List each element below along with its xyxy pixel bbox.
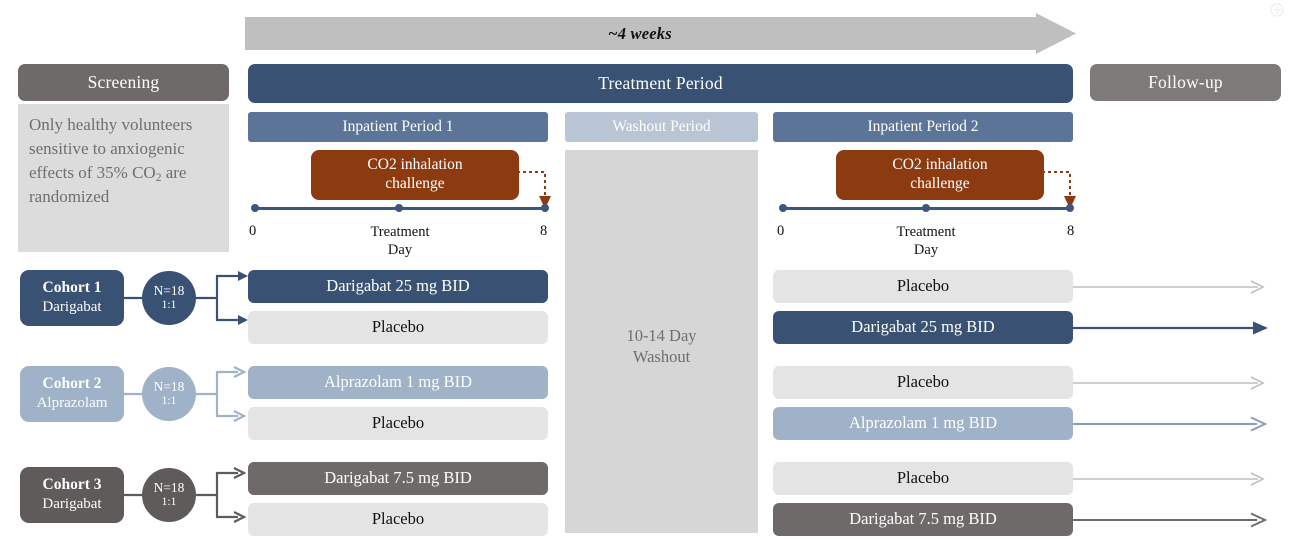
cohort-2-n-label: N=18 (153, 379, 185, 395)
treatment-day-tick-mid-p2 (922, 204, 930, 212)
phase-header-treatment-period: Treatment Period (248, 64, 1073, 103)
cohort-2-p1-arm-1[interactable]: Alprazolam 1 mg BID (248, 366, 548, 399)
cohort-2-randomization-bubble: N=18 1:1 (142, 367, 196, 421)
cohort-1-p1-arm-2[interactable]: Placebo (248, 311, 548, 344)
cohort-2-randomization-connector (122, 366, 247, 422)
co2-challenge-box-period-1: CO2 inhalation challenge (311, 150, 519, 200)
cohort-3-ratio-label: 1:1 (161, 495, 177, 508)
cohort-3-p2-arm-2-label: Darigabat 7.5 mg BID (849, 509, 997, 529)
cohort-1-p2-arm-2-followup-arrow (1073, 321, 1268, 335)
co2-challenge-line1-p1: CO2 inhalation (367, 156, 463, 174)
subphase-washout-period: Washout Period (565, 112, 758, 142)
cohort-3-p1-arm-2-label: Placebo (371, 509, 425, 529)
washout-body-block (565, 150, 758, 533)
cohort-2-p1-arm-2[interactable]: Placebo (248, 407, 548, 440)
cohort-1-p1-arm-1-label: Darigabat 25 mg BID (326, 276, 470, 296)
subphase-inpatient-period-1-label: Inpatient Period 1 (342, 118, 454, 136)
cohort-2-p2-arm-1-followup-arrow (1073, 376, 1265, 390)
cohort-1-p1-arm-2-label: Placebo (371, 317, 425, 337)
cohort-3-randomization-connector (122, 467, 247, 523)
cohort-3-randomization-bubble: N=18 1:1 (142, 468, 196, 522)
co2-challenge-line1-p2: CO2 inhalation (892, 156, 988, 174)
duration-label: ~4 weeks (608, 23, 672, 43)
cohort-3-p1-arm-1[interactable]: Darigabat 7.5 mg BID (248, 462, 548, 495)
subphase-inpatient-period-1: Inpatient Period 1 (248, 112, 548, 142)
duration-arrow-icon (245, 13, 1076, 54)
cohort-2-ratio-label: 1:1 (161, 394, 177, 407)
cohort-1-p2-arm-2[interactable]: Darigabat 25 mg BID (773, 311, 1073, 344)
treatment-day-axis-title-p1: Treatment Day (330, 223, 470, 259)
subphase-inpatient-period-2-label: Inpatient Period 2 (867, 118, 979, 136)
cohort-1-box[interactable]: Cohort 1 Darigabat (20, 270, 124, 326)
phase-header-screening-label: Screening (87, 71, 160, 92)
phase-header-follow-up-label: Follow-up (1148, 71, 1223, 92)
cohort-3-name: Cohort 3 (42, 476, 102, 494)
phase-header-screening: Screening (18, 64, 229, 101)
screening-criteria-note: Only healthy volunteers sensitive to anx… (18, 104, 229, 252)
treatment-day-axis-title-line1-p1: Treatment (370, 224, 430, 240)
washout-duration-text: 10-14 Day Washout (565, 325, 758, 368)
cohort-2-p2-arm-2[interactable]: Alprazolam 1 mg BID (773, 407, 1073, 440)
cohort-2-p1-arm-2-label: Placebo (371, 413, 425, 433)
cohort-2-p2-arm-1[interactable]: Placebo (773, 366, 1073, 399)
cohort-1-drug: Darigabat (42, 298, 102, 315)
phase-header-follow-up: Follow-up (1090, 64, 1281, 101)
cohort-2-drug: Alprazolam (36, 394, 108, 411)
treatment-day-label-end-p2: 8 (1067, 223, 1075, 239)
screening-note-text-a: Only healthy volunteers sensitive to anx… (29, 115, 193, 183)
subphase-inpatient-period-2: Inpatient Period 2 (773, 112, 1073, 142)
cohort-1-p2-arm-1[interactable]: Placebo (773, 270, 1073, 303)
cohort-3-n-label: N=18 (153, 480, 185, 496)
cohort-2-name: Cohort 2 (42, 375, 102, 393)
cohort-1-randomization-connector (122, 271, 248, 325)
co2-connector-arrow-period-1 (517, 171, 551, 209)
treatment-day-tick-0-p2 (779, 204, 787, 212)
treatment-day-label-end-p1: 8 (540, 223, 548, 239)
treatment-day-label-start-p2: 0 (777, 223, 785, 239)
cohort-1-p2-arm-2-label: Darigabat 25 mg BID (851, 317, 995, 337)
treatment-day-axis-title-line2-p2: Day (913, 242, 939, 259)
treatment-day-axis-title-line1-p2: Treatment (896, 224, 956, 240)
watermark-icon (1270, 3, 1284, 17)
co2-connector-arrow-period-2 (1042, 171, 1076, 209)
washout-duration-line1: 10-14 Day (626, 326, 697, 345)
cohort-3-p2-arm-2-followup-arrow (1073, 512, 1268, 528)
cohort-2-p1-arm-1-label: Alprazolam 1 mg BID (323, 372, 472, 392)
cohort-3-p2-arm-1-followup-arrow (1073, 472, 1265, 486)
cohort-3-box[interactable]: Cohort 3 Darigabat (20, 467, 124, 523)
phase-header-treatment-period-label: Treatment Period (598, 72, 723, 93)
treatment-day-tick-0-p1 (251, 204, 259, 212)
cohort-2-p2-arm-1-label: Placebo (896, 372, 950, 392)
cohort-1-p2-arm-1-label: Placebo (896, 276, 950, 296)
treatment-day-tick-8-p2 (1066, 204, 1074, 212)
cohort-1-p2-arm-1-followup-arrow (1073, 280, 1265, 294)
treatment-day-tick-mid-p1 (395, 204, 403, 212)
treatment-day-axis-title-p2: Treatment Day (856, 223, 996, 259)
cohort-3-p1-arm-2[interactable]: Placebo (248, 503, 548, 536)
cohort-1-p1-arm-1[interactable]: Darigabat 25 mg BID (248, 270, 548, 303)
cohort-1-name: Cohort 1 (42, 279, 102, 297)
cohort-3-p1-arm-1-label: Darigabat 7.5 mg BID (324, 468, 472, 488)
cohort-2-box[interactable]: Cohort 2 Alprazolam (20, 366, 124, 422)
treatment-day-axis-title-line2-p1: Day (387, 242, 413, 259)
screening-note-text-b: are randomized (29, 163, 187, 207)
subphase-washout-period-label: Washout Period (612, 118, 711, 136)
treatment-day-tick-8-p1 (541, 204, 549, 212)
cohort-1-randomization-bubble: N=18 1:1 (142, 271, 196, 325)
co2-challenge-box-period-2: CO2 inhalation challenge (836, 150, 1044, 200)
cohort-3-p2-arm-2[interactable]: Darigabat 7.5 mg BID (773, 503, 1073, 536)
cohort-2-p2-arm-2-followup-arrow (1073, 416, 1268, 432)
cohort-2-p2-arm-2-label: Alprazolam 1 mg BID (848, 413, 997, 433)
co2-challenge-line2-p1: challenge (385, 175, 445, 192)
cohort-1-n-label: N=18 (153, 283, 185, 299)
cohort-3-p2-arm-1[interactable]: Placebo (773, 462, 1073, 495)
cohort-3-drug: Darigabat (42, 495, 102, 512)
screening-note-subscript: 2 (155, 172, 162, 185)
treatment-day-label-start-p1: 0 (249, 223, 257, 239)
cohort-3-p2-arm-1-label: Placebo (896, 468, 950, 488)
cohort-1-ratio-label: 1:1 (161, 298, 177, 311)
co2-challenge-line2-p2: challenge (910, 175, 970, 192)
washout-duration-line2: Washout (632, 347, 691, 367)
